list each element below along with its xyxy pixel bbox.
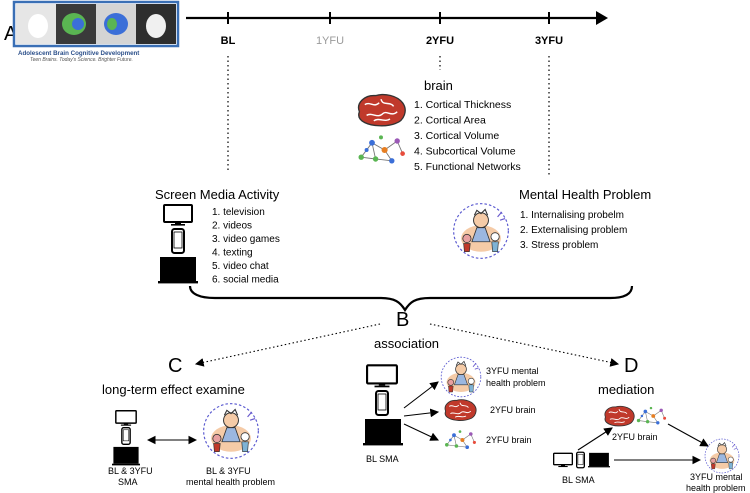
timeline-point-label: 2YFU [426, 35, 454, 47]
list-item: 1. television [212, 207, 265, 218]
logo-name: Adolescent Brain Cognitive Development [18, 50, 139, 57]
association-source-label: BL SMA [366, 454, 399, 464]
long-term-left-label-2: SMA [118, 477, 138, 487]
list-item: 1. Internalising probelm [520, 210, 624, 221]
association-network-icon [444, 429, 477, 450]
mediation-laptop-icon [588, 452, 610, 468]
tv-icon [163, 204, 193, 226]
mediation-tv-icon [553, 452, 573, 468]
timeline-point-label: BL [221, 35, 236, 47]
mediation-outcome-label-1: 3YFU mental [690, 472, 743, 482]
long-term-title: long-term effect examine [102, 382, 245, 397]
b-to-d-dotted-arrow [429, 323, 620, 367]
long-term-laptop-icon [112, 446, 140, 466]
list-item: 4. texting [212, 248, 253, 259]
association-target-network: 2YFU brain [486, 435, 532, 445]
association-title: association [374, 336, 439, 351]
list-item: 1. Cortical Thickness [414, 99, 511, 111]
long-term-right-label-2: mental health problem [186, 477, 275, 487]
association-arrow-mental [403, 381, 439, 409]
mental-items: 1. Internalising probelm 2. Externalising… [520, 210, 627, 251]
association-target-brain: 2YFU brain [490, 405, 536, 415]
laptop-icon [158, 257, 198, 284]
list-item: 5. video chat [212, 261, 269, 272]
logo-tagline: Teen Brains. Today's Science. Brighter F… [30, 57, 133, 63]
timeline-point-label: 1YFU [316, 35, 344, 47]
long-term-right-label-1: BL & 3YFU [206, 466, 251, 476]
sma-devices-icon [158, 204, 198, 284]
list-item: 4. Subcortical Volume [414, 146, 516, 158]
grouping-brace [188, 285, 634, 313]
list-item: 3. Cortical Volume [414, 130, 499, 142]
mental-title: Mental Health Problem [519, 187, 651, 202]
list-item: 3. video games [212, 234, 280, 245]
brain-title: brain [424, 78, 453, 93]
list-item: 6. social media [212, 275, 279, 286]
brain-icon [357, 93, 406, 127]
timeline-ticks: BL 1YFU 2YFU 3YFU [221, 12, 563, 47]
mediation-source-devices-icon [553, 451, 610, 469]
mental-health-icon [453, 203, 509, 259]
sma-items: 1. television 2. videos 3. video games 4. t… [212, 207, 280, 286]
association-target-mental-1: 3YFU mental [486, 366, 539, 376]
panel-label-b: B [396, 309, 409, 331]
list-item: 2. Externalising problem [520, 225, 627, 236]
long-term-phone-icon [121, 427, 131, 445]
timeline-arrowhead [596, 11, 608, 25]
association-arrow-network [403, 423, 439, 441]
mediation-title: mediation [598, 382, 654, 397]
mediation-network-icon [636, 406, 667, 425]
long-term-left-label-1: BL & 3YFU [108, 466, 153, 476]
abcd-logo: Adolescent Brain Cognitive Development T… [12, 0, 180, 63]
mediation-arrow-source-to-mediator [577, 427, 613, 451]
association-phone-icon [375, 390, 389, 416]
mediation-outcome-label-2: health problem [686, 483, 746, 493]
mediation-mental-icon [704, 438, 740, 474]
long-term-tv-icon [115, 410, 137, 426]
list-item: 2. Cortical Area [414, 115, 486, 127]
mediation-arrow-mediator-to-outcome [667, 423, 709, 447]
panel-label-c: C [168, 355, 182, 377]
mediation-mediator-label: 2YFU brain [612, 432, 658, 442]
mediation-phone-icon [576, 451, 585, 469]
b-to-c-dotted-arrow [194, 323, 381, 367]
timeline-point-label: 3YFU [535, 35, 563, 47]
list-item: 3. Stress problem [520, 240, 598, 251]
association-arrow-brain [403, 408, 440, 418]
mediation-brain-icon [604, 405, 635, 427]
association-target-mental-2: health problem [486, 378, 546, 388]
mediation-source-label: BL SMA [562, 475, 595, 485]
list-item: 2. videos [212, 221, 252, 232]
brain-network-icon [358, 134, 406, 164]
phone-icon [171, 228, 185, 254]
association-brain-icon [444, 399, 477, 422]
long-term-mental-icon [203, 403, 259, 459]
association-mental-icon [440, 356, 482, 398]
association-tv-icon [366, 364, 398, 388]
panel-label-d: D [624, 355, 638, 377]
list-item: 5. Functional Networks [414, 161, 521, 173]
association-laptop-icon [363, 419, 403, 446]
brain-items: 1. Cortical Thickness 2. Cortical Area 3. … [414, 99, 521, 173]
sma-title: Screen Media Activity [155, 187, 280, 202]
